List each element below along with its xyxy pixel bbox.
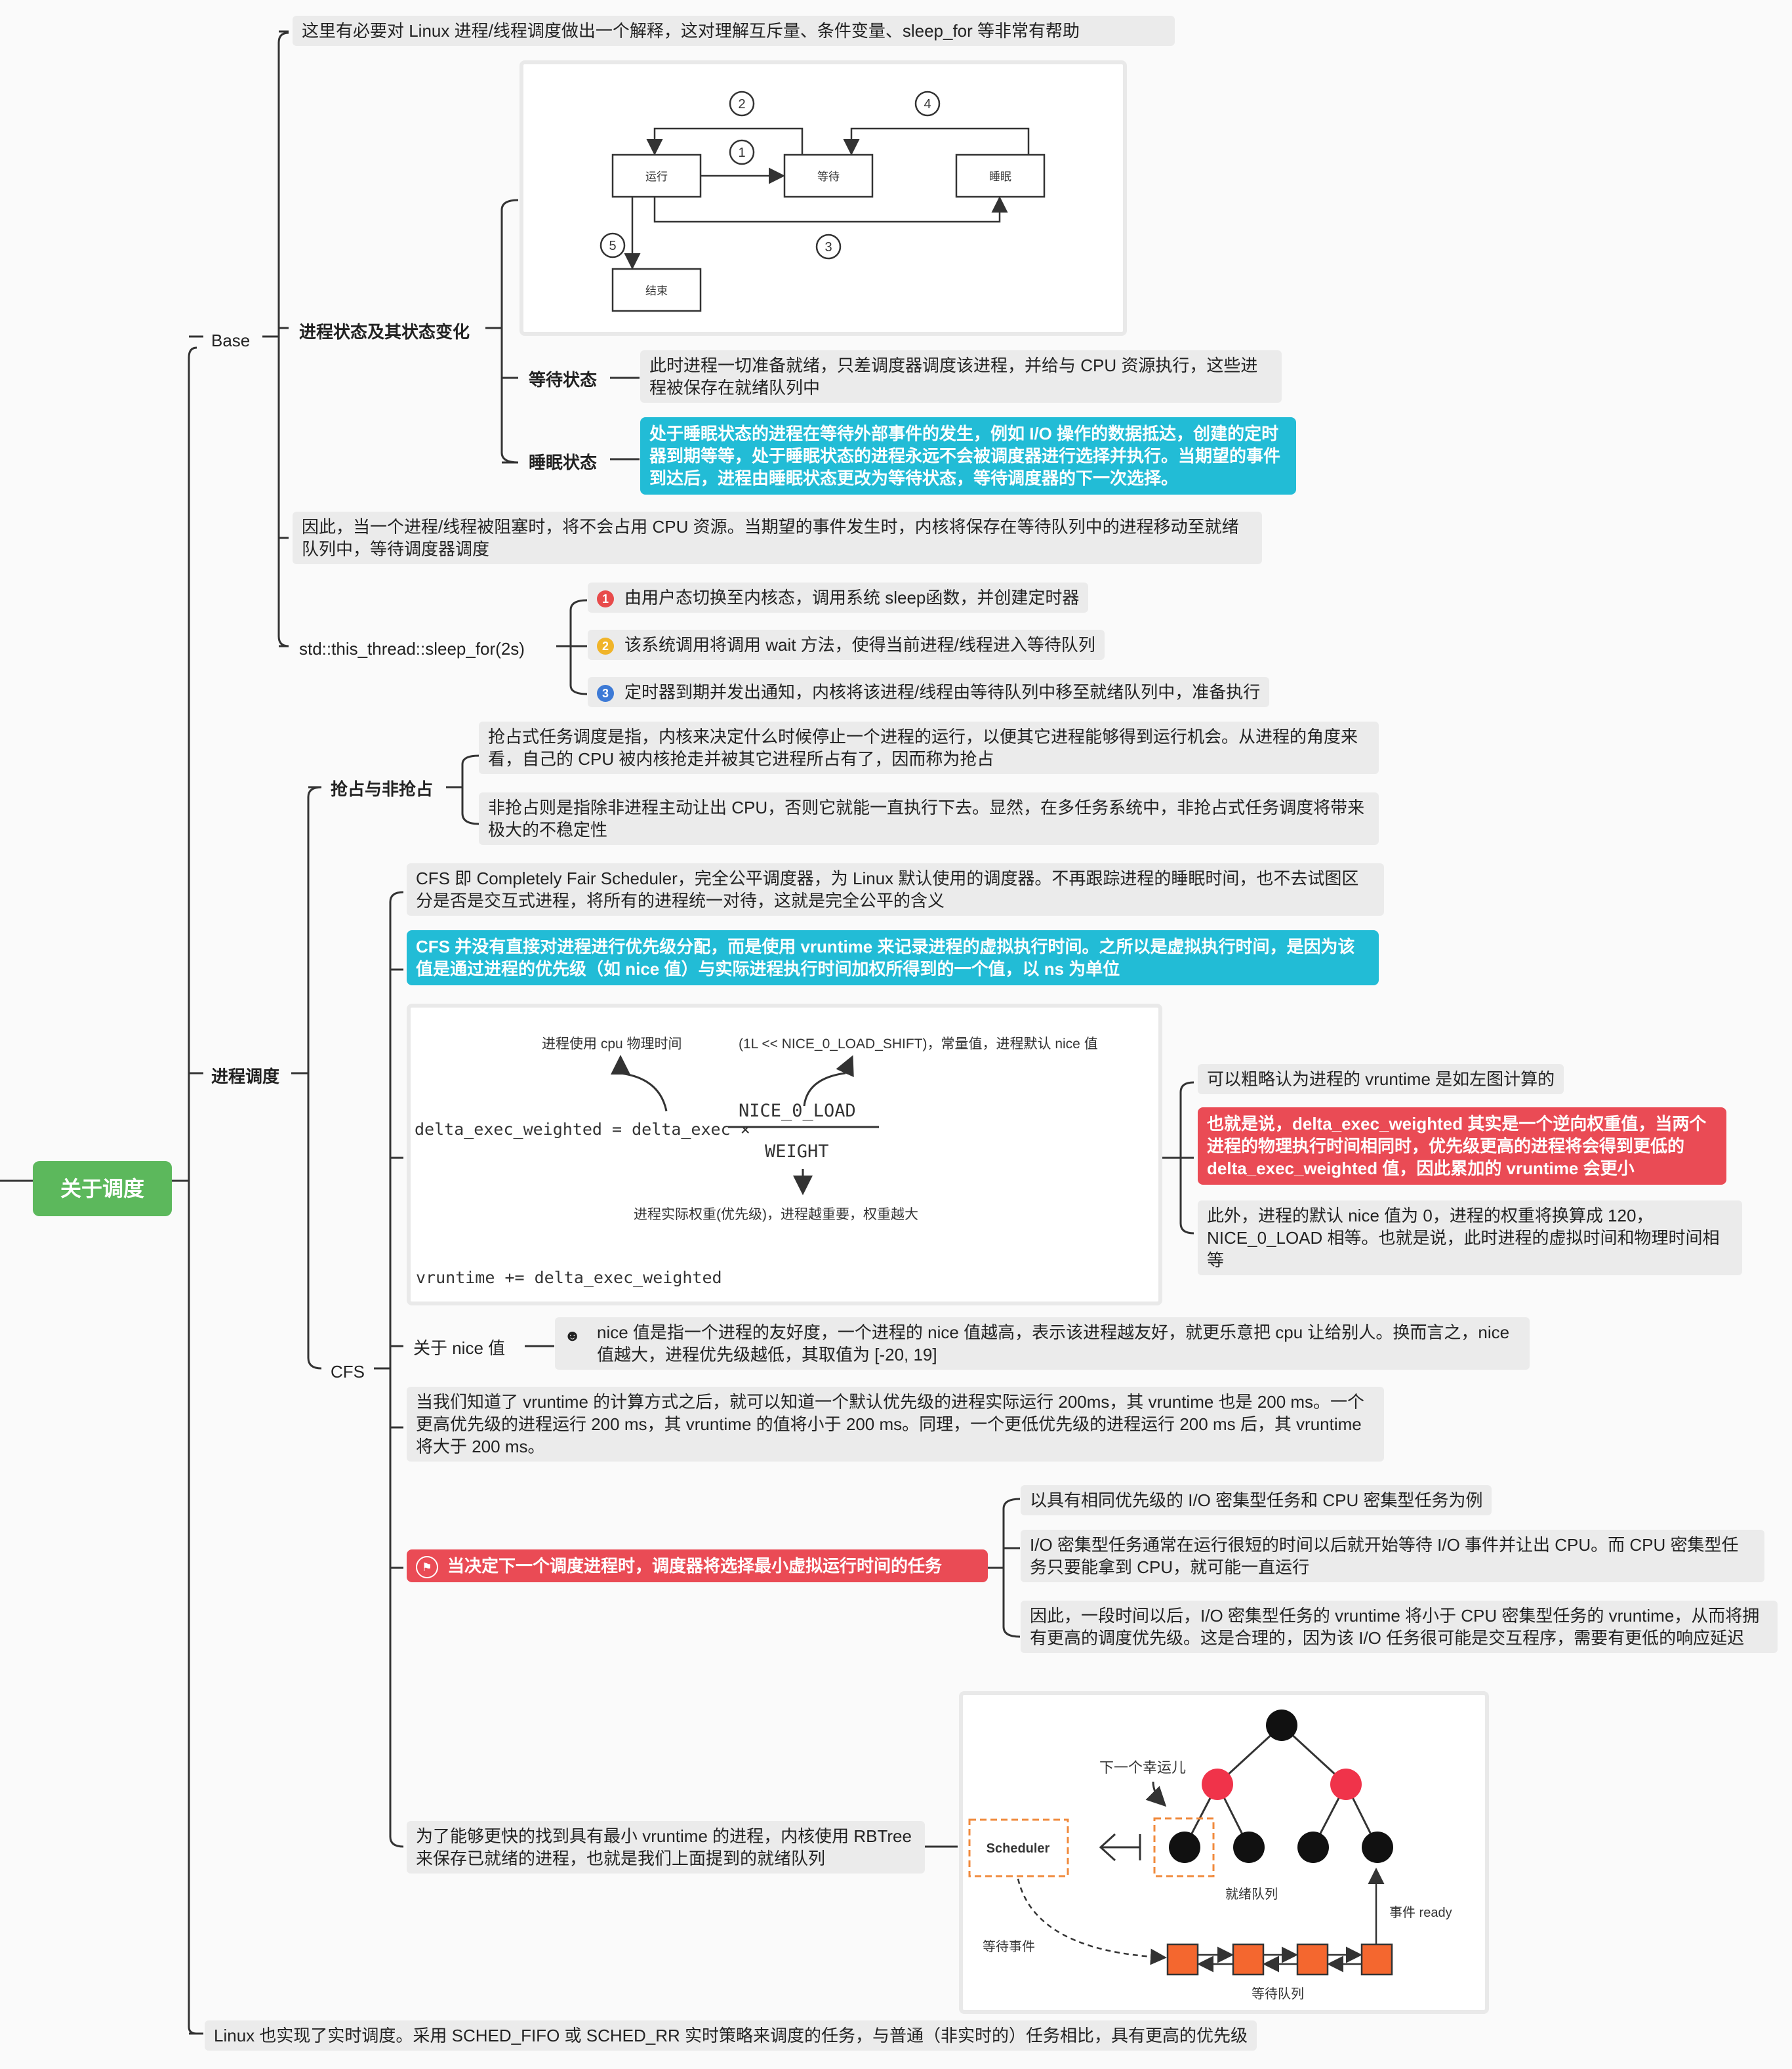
svg-text:4: 4: [924, 97, 931, 112]
pick-sub-2[interactable]: I/O 密集型任务通常在运行很短的时间以后就开始等待 I/O 事件并让出 CPU…: [1021, 1530, 1764, 1582]
vruntime-example[interactable]: 当我们知道了 vruntime 的计算方式之后，就可以知道一个默认优先级的进程实…: [407, 1387, 1384, 1462]
svg-text:运行: 运行: [645, 171, 668, 183]
svg-text:1: 1: [738, 146, 745, 160]
sleeping-state-label[interactable]: 睡眠状态: [529, 453, 598, 472]
step-num-3: [815, 234, 842, 260]
cfs-intro[interactable]: CFS 即 Completely Fair Scheduler，完全公平调度器，…: [407, 863, 1384, 916]
number-3-icon: 3: [597, 685, 614, 703]
tree-node-leaf-4: [1362, 1832, 1393, 1863]
preempt-text[interactable]: 抢占式任务调度是指，内核来决定什么时候停止一个进程的运行，以便其它进程能够得到运…: [479, 722, 1379, 774]
tree-node-leaf-1: [1169, 1832, 1200, 1863]
sleep-for-label[interactable]: std::this_thread::sleep_for(2s): [299, 639, 525, 659]
root-topic[interactable]: 关于调度: [33, 1161, 172, 1216]
rbtree-panel: 下一个幸运儿 Scheduler 就绪队列 事件 ready 等待事件 等待队列: [959, 1691, 1489, 2014]
branch-base[interactable]: Base: [211, 331, 251, 350]
svg-text:就绪队列: 就绪队列: [1225, 1887, 1278, 1902]
rbtree-diagram: 下一个幸运儿 Scheduler 就绪队列 事件 ready 等待事件 等待队列: [968, 1710, 1452, 2001]
sleeping-state-text[interactable]: 处于睡眠状态的进程在等待外部事件的发生，例如 I/O 操作的数据抵达，创建的定时…: [640, 417, 1296, 495]
waiting-state-label[interactable]: 等待状态: [529, 370, 598, 390]
preempt-label[interactable]: 抢占与非抢占: [331, 779, 434, 799]
svg-text:事件 ready: 事件 ready: [1389, 1905, 1452, 1920]
cfs-label[interactable]: CFS: [331, 1362, 365, 1382]
number-2-icon: 2: [597, 638, 614, 655]
svg-text:等待: 等待: [817, 171, 840, 183]
nice-label[interactable]: 关于 nice 值: [413, 1338, 506, 1358]
nonpreempt-text[interactable]: 非抢占则是指除非进程主动让出 CPU，否则它就能一直执行下去。显然，在多任务系统…: [479, 792, 1379, 845]
state-end: [611, 268, 702, 312]
pick-sub-3[interactable]: 因此，一段时间以后，I/O 密集型任务的 vruntime 将小于 CPU 密集…: [1021, 1601, 1778, 1653]
cfs-vruntime[interactable]: CFS 并没有直接对进程进行优先级分配，而是使用 vruntime 来记录进程的…: [407, 930, 1379, 985]
blocked-text[interactable]: 因此，当一个进程/线程被阻塞时，将不会占用 CPU 资源。当期望的事件发生时，内…: [293, 512, 1262, 564]
state-diagram: 运行 等待 睡眠 结束 1 2 3 4 5: [600, 91, 1046, 312]
pick-sub-1[interactable]: 以具有相同优先级的 I/O 密集型任务和 CPU 密集型任务为例: [1021, 1485, 1492, 1515]
base-intro[interactable]: 这里有必要对 Linux 进程/线程调度做出一个解释，这对理解互斥量、条件变量、…: [293, 16, 1175, 46]
svg-text:NICE_0_LOAD: NICE_0_LOAD: [739, 1101, 856, 1121]
svg-text:等待队列: 等待队列: [1252, 1986, 1304, 2001]
svg-text:WEIGHT: WEIGHT: [765, 1141, 829, 1162]
formula-note-2[interactable]: 也就是说，delta_exec_weighted 其实是一个逆向权重值，当两个进…: [1198, 1107, 1726, 1185]
svg-text:vruntime += delta_exec_weighte: vruntime += delta_exec_weighted: [416, 1268, 722, 1287]
tree-node-red-right: [1330, 1769, 1362, 1800]
vruntime-formula: 进程使用 cpu 物理时间 (1L << NICE_0_LOAD_SHIFT)，…: [415, 1036, 1098, 1287]
svg-text:Scheduler: Scheduler: [987, 1841, 1050, 1856]
svg-text:下一个幸运儿: 下一个幸运儿: [1099, 1759, 1186, 1776]
svg-text:3: 3: [825, 240, 832, 255]
states-label[interactable]: 进程状态及其状态变化: [299, 322, 470, 342]
rbtree-text[interactable]: 为了能够更快的找到具有最小 vruntime 的进程，内核使用 RBTree 来…: [407, 1821, 925, 1874]
branch-scheduling[interactable]: 进程调度: [211, 1067, 280, 1086]
svg-text:5: 5: [609, 239, 616, 253]
waiting-state-text[interactable]: 此时进程一切准备就绪，只差调度器调度该进程，并给与 CPU 资源执行，这些进程被…: [640, 350, 1282, 403]
svg-text:进程实际权重(优先级)，进程越重要，权重越大: 进程实际权重(优先级)，进程越重要，权重越大: [634, 1207, 918, 1222]
step-num-5: [600, 232, 626, 258]
svg-text:delta_exec_weighted = delta_ex: delta_exec_weighted = delta_exec ×: [415, 1120, 750, 1139]
tree-node-leaf-2: [1233, 1832, 1265, 1863]
step-num-4: [914, 91, 941, 117]
svg-text:睡眠: 睡眠: [989, 171, 1011, 183]
state-diagram-panel: 运行 等待 睡眠 结束 1 2 3 4 5: [519, 60, 1127, 336]
formula-note-3[interactable]: 此外，进程的默认 nice 值为 0，进程的权重将换算成 120，NICE_0_…: [1198, 1200, 1742, 1275]
tree-node-root: [1266, 1710, 1297, 1741]
number-1-icon: 1: [597, 590, 614, 608]
tree-node-leaf-3: [1297, 1832, 1329, 1863]
svg-text:等待事件: 等待事件: [983, 1939, 1035, 1954]
emoji-icon: ☻: [564, 1327, 581, 1345]
pick-min-vruntime[interactable]: ⚑ 当决定下一个调度进程时，调度器将选择最小虚拟运行时间的任务: [407, 1549, 988, 1582]
step-num-1: [729, 139, 755, 165]
step-num-2: [729, 91, 755, 117]
svg-text:进程使用 cpu 物理时间: 进程使用 cpu 物理时间: [542, 1036, 682, 1052]
svg-text:(1L << NICE_0_LOAD_SHIFT)，常量值，: (1L << NICE_0_LOAD_SHIFT)，常量值，进程默认 nice …: [739, 1036, 1098, 1052]
formula-panel: 进程使用 cpu 物理时间 (1L << NICE_0_LOAD_SHIFT)，…: [407, 1004, 1162, 1305]
formula-note-1[interactable]: 可以粗略认为进程的 vruntime 是如左图计算的: [1198, 1064, 1564, 1094]
realtime-text[interactable]: Linux 也实现了实时调度。采用 SCHED_FIFO 或 SCHED_RR …: [205, 2020, 1257, 2051]
flag-icon: ⚑: [416, 1556, 438, 1578]
tree-node-red-left: [1202, 1769, 1233, 1800]
svg-text:结束: 结束: [645, 285, 668, 297]
nice-text[interactable]: ☻ nice 值是指一个进程的友好度，一个进程的 nice 值越高，表示该进程越…: [555, 1317, 1530, 1370]
svg-text:2: 2: [738, 97, 745, 112]
